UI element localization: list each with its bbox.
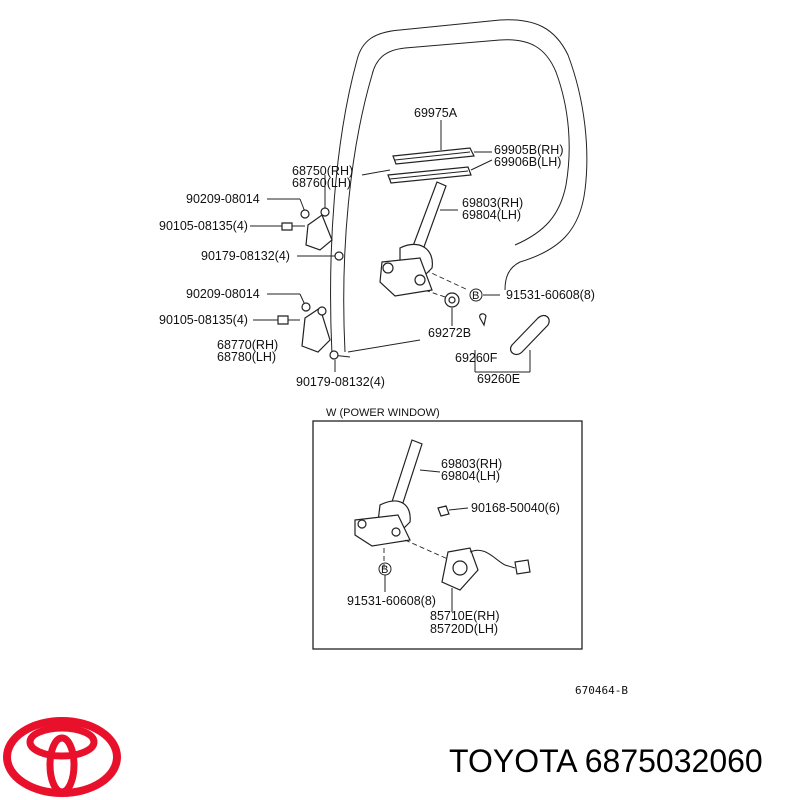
label-69906b: 69906B(LH) — [494, 155, 561, 169]
label-90179-a: 90179-08132(4) — [201, 249, 290, 263]
inset-label-85720d: 85720D(LH) — [430, 622, 498, 636]
label-90179-b: 90179-08132(4) — [296, 375, 385, 389]
window-handle — [479, 313, 550, 356]
window-regulator — [379, 181, 460, 308]
inset-label-85710e: 85710E(RH) — [430, 609, 499, 623]
leader-lines — [250, 120, 531, 373]
label-68780: 68780(LH) — [217, 350, 276, 364]
label-69803-a: 69803(RH) — [462, 196, 523, 210]
label-69905b: 69905B(RH) — [494, 143, 563, 157]
marker-b-b-text: B — [381, 564, 388, 576]
inset-label-91531: 91531-60608(8) — [347, 594, 436, 608]
inset-title: W (POWER WINDOW) — [326, 407, 440, 419]
label-69260f: 69260F — [455, 351, 498, 365]
power-regulator — [354, 439, 469, 568]
label-68760: 68760(LH) — [292, 176, 351, 190]
label-68770: 68770(RH) — [217, 338, 278, 352]
inset-frame — [312, 420, 583, 650]
inset-label-69804: 69804(LH) — [441, 469, 500, 483]
window-motor — [441, 547, 531, 612]
label-69272b: 69272B — [428, 326, 471, 340]
label-90209-a: 90209-08014 — [186, 192, 260, 206]
label-90105-b: 90105-08135(4) — [159, 313, 248, 327]
label-90209-b: 90209-08014 — [186, 287, 260, 301]
marker-b-a — [469, 288, 483, 302]
toyota-logo-icon — [3, 717, 121, 797]
lower-hinge — [277, 302, 339, 360]
label-69804-a: 69804(LH) — [462, 208, 521, 222]
label-68750: 68750(RH) — [292, 164, 353, 178]
brand-part-number: TOYOTA 6875032060 — [449, 743, 763, 779]
door-frame — [330, 19, 588, 358]
glass-run-strips — [387, 147, 475, 184]
label-91531-a: 91531-60608(8) — [506, 288, 595, 302]
inset-label-90168: 90168-50040(6) — [471, 501, 560, 515]
upper-hinge — [281, 207, 344, 261]
label-69260e: 69260E — [477, 372, 520, 386]
figure-code: 670464-B — [575, 684, 628, 697]
marker-b-a-text: B — [472, 290, 479, 302]
inset-label-69803: 69803(RH) — [441, 457, 502, 471]
label-90105-a: 90105-08135(4) — [159, 219, 248, 233]
label-69975a: 69975A — [414, 106, 458, 120]
